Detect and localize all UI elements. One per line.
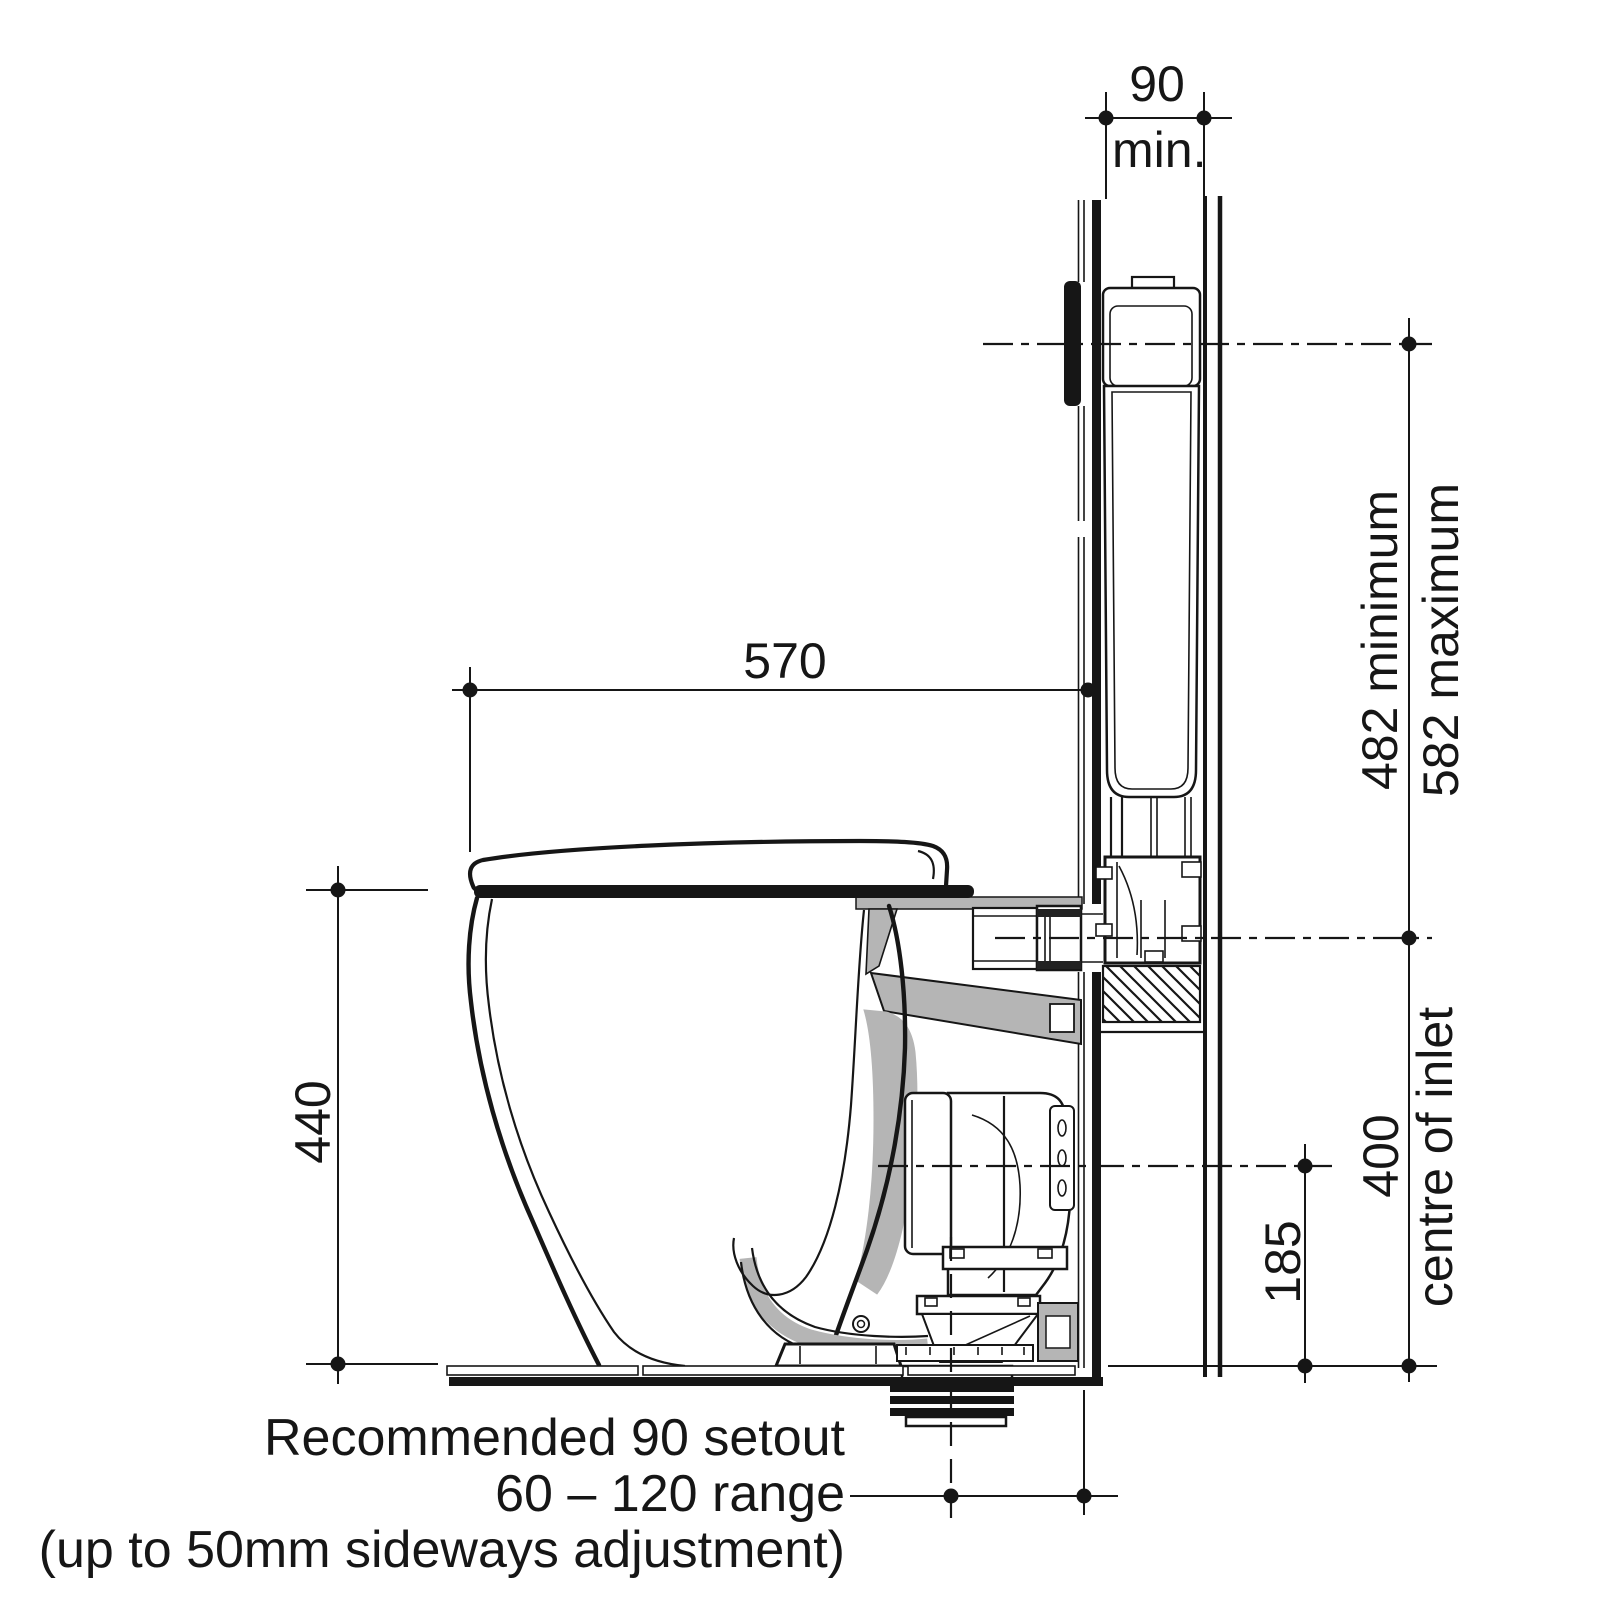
valve-clip-right-upper <box>1181 861 1202 878</box>
bowl-interior-back-line <box>732 909 866 1297</box>
flush-pipe <box>1109 797 1124 857</box>
seat-section-bar <box>474 885 974 898</box>
dim-cavity-value: 90 <box>1129 56 1185 112</box>
dimension-outlet-185: 185 <box>1255 1144 1313 1383</box>
cistern-access-panel <box>1109 305 1193 387</box>
base-comb-teeth <box>905 1347 1025 1355</box>
toilet-pan <box>466 838 1103 1428</box>
dim-depth-value: 570 <box>743 633 826 689</box>
floor-tile-3 <box>907 1365 1076 1376</box>
dim-height-value: 440 <box>285 1080 341 1163</box>
note-sideways-adjustment: (up to 50mm sideways adjustment) <box>39 1521 845 1579</box>
centrelines <box>878 342 1432 1518</box>
dimension-cavity-90min: 90 min. <box>1085 56 1232 199</box>
bracket-arm-window <box>1049 1003 1075 1033</box>
frame-foot-window <box>1045 1315 1071 1349</box>
wall-structure <box>1064 196 1223 1385</box>
valve-box-internals <box>1116 862 1166 958</box>
pan-front-outline <box>466 895 602 1368</box>
wall-face-line <box>1077 200 1085 1368</box>
packer-block-hatched <box>1101 964 1202 1024</box>
valve-clip-left-lower <box>1095 923 1113 937</box>
dim-cavity-qualifier: min. <box>1112 122 1206 178</box>
cistern-tank-inner-wall <box>1111 391 1192 790</box>
dim-cistern-max: 582 maximum <box>1413 483 1469 797</box>
outlet-base-comb <box>896 1344 1034 1362</box>
seat-lid <box>468 838 950 893</box>
bowl-interior-front-line <box>484 898 686 1368</box>
dimension-setout-range <box>850 1390 1118 1515</box>
lower-bar-notch-2 <box>1017 1297 1031 1307</box>
cistern-top-tab <box>1130 275 1176 290</box>
valve-box-foot <box>1144 950 1164 963</box>
seat-lid-hinge-line <box>917 849 935 880</box>
inlet-seal-top <box>1037 909 1081 917</box>
dimension-right-column: 482 minimum 582 maximum 400 centre of in… <box>1108 318 1469 1382</box>
outlet-clamp-plate <box>903 1091 953 1256</box>
trap-seal-inner <box>856 1319 866 1329</box>
lower-bar-notch-1 <box>924 1297 938 1307</box>
pan-bracket-arm <box>869 971 1082 1046</box>
note-recommended-setout: Recommended 90 setout <box>264 1409 846 1467</box>
dimension-depth-570: 570 <box>452 633 1098 852</box>
trap-foot-ribs <box>799 1346 877 1364</box>
floor-slab-section <box>449 1377 1103 1386</box>
dim-inlet-height: 400 <box>1353 1114 1409 1197</box>
floor <box>446 1365 1103 1386</box>
dim-cistern-min: 482 minimum <box>1352 490 1408 790</box>
floor-tile-2 <box>642 1365 904 1376</box>
floor-tile-1 <box>446 1365 639 1376</box>
valve-clip-left-upper <box>1095 866 1113 880</box>
setout-notes: Recommended 90 setout 60 – 120 range (up… <box>39 1409 846 1579</box>
outlet-clamp-bar-upper <box>941 1245 1069 1271</box>
outlet-tail <box>904 1415 1008 1428</box>
outlet-rib-3 <box>890 1408 1014 1416</box>
perforated-plate-holes <box>1057 1119 1067 1197</box>
dim-inlet-centre-label: centre of inlet <box>1407 1007 1463 1307</box>
trap-foot-bracket <box>773 1342 904 1368</box>
flush-button-panel <box>1064 281 1081 406</box>
dimension-height-440: 440 <box>285 866 438 1384</box>
flush-pipe-inner <box>1150 797 1192 857</box>
note-setout-range: 60 – 120 range <box>495 1465 845 1523</box>
trap-band-top-edge <box>750 1247 929 1338</box>
inlet-socket-barrel-lines <box>973 915 1037 962</box>
inlet-wall-pass-lines <box>1081 913 1103 963</box>
concealed-cistern <box>1095 275 1203 1034</box>
clamp-bar-notch-2 <box>1037 1248 1053 1259</box>
pan-back-outline <box>832 903 908 1341</box>
dim-outlet-value: 185 <box>1255 1220 1311 1303</box>
cistern-tank <box>1102 384 1201 799</box>
inlet-seal-bottom <box>1037 961 1081 969</box>
